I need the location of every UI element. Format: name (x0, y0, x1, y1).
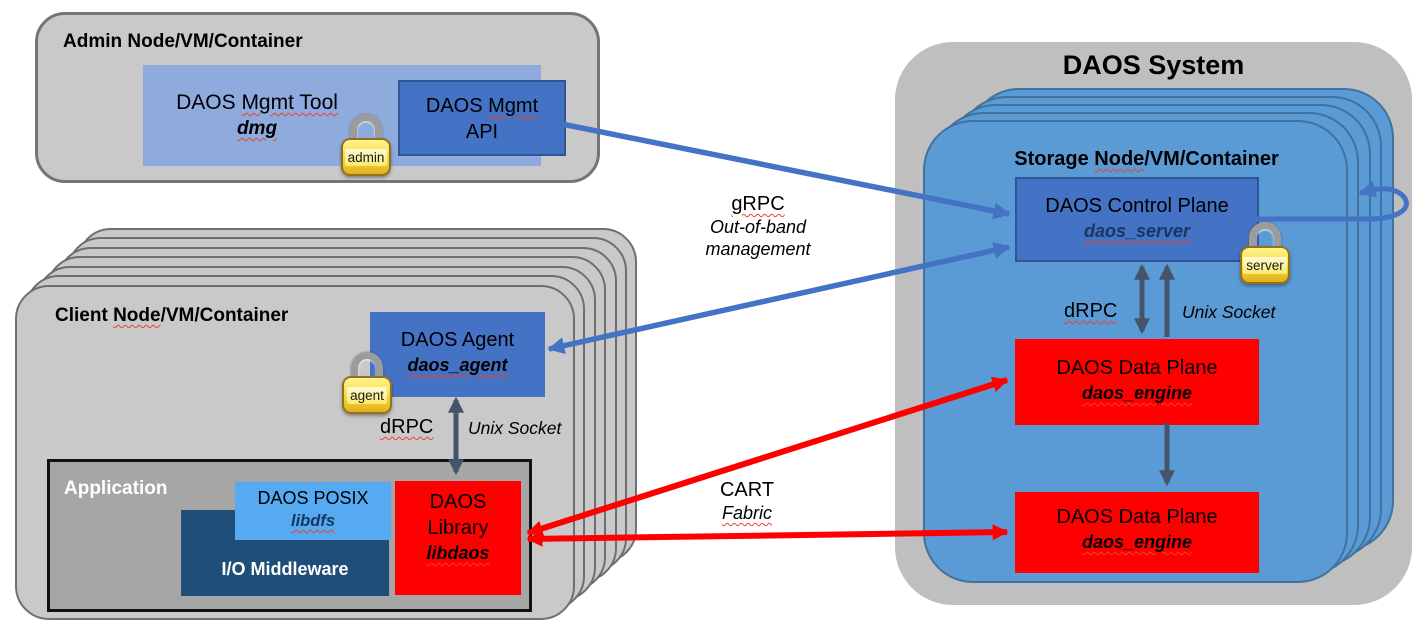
application-title: Application (64, 478, 168, 499)
admin-node-box: Admin Node/VM/Container DAOS Mgmt Tool d… (35, 12, 600, 183)
cart-sub-label: Fabric (721, 503, 772, 523)
mgmt-api-name: DAOS (425, 95, 489, 117)
data-plane-code: daos_engine (1081, 383, 1193, 403)
data-plane-name: DAOS Data Plane (1056, 506, 1218, 528)
grpc-sub-label: management (705, 239, 811, 259)
daos-agent-box: DAOS Agent daos_agent (370, 312, 545, 397)
mgmt-tool-name: DAOS (176, 91, 242, 114)
daos-library-box: DAOS Library libdaos (395, 481, 521, 595)
lock-body: admin (341, 138, 391, 176)
grpc-connection-label: gRPC Out-of-band management (688, 192, 828, 260)
daos-mgmt-tool-label: DAOS Mgmt Tool dmg (143, 89, 371, 141)
client-node-box: Client Node/VM/Container DAOS Agent daos… (15, 285, 575, 620)
lock-label: agent (347, 386, 387, 404)
client-node-title: Client Node/VM/Container (55, 305, 289, 326)
cart-connection-label: CART Fabric (692, 478, 802, 524)
data-plane-code: daos_engine (1081, 532, 1193, 552)
control-plane-name: DAOS Control Plane (1045, 195, 1229, 217)
storage-drpc-label: dRPC (1064, 300, 1118, 322)
daos-data-plane-1-box: DAOS Data Plane daos_engine (1015, 339, 1259, 425)
grpc-label: gRPC (731, 193, 785, 215)
data-plane-name: DAOS Data Plane (1056, 357, 1218, 379)
daos-library-name: DAOS Library (427, 491, 489, 539)
daos-agent-code: daos_agent (407, 355, 508, 375)
daos-mgmt-api-box: DAOS Mgmt API (398, 80, 566, 156)
lock-body: server (1240, 246, 1290, 284)
daos-library-code: libdaos (426, 543, 490, 563)
control-plane-code: daos_server (1083, 221, 1191, 241)
server-lock-icon: server (1240, 222, 1290, 286)
mgmt-tool-code: dmg (236, 118, 278, 139)
lock-label: admin (344, 148, 388, 166)
cart-label: CART (719, 479, 775, 501)
daos-control-plane-box: DAOS Control Plane daos_server (1015, 177, 1259, 262)
lock-label: server (1243, 256, 1287, 274)
application-box: Application I/O Middleware DAOS POSIX li… (47, 459, 532, 612)
storage-unix-socket-label: Unix Socket (1182, 302, 1276, 322)
daos-posix-box: DAOS POSIX libdfs (235, 482, 391, 540)
lock-shackle (350, 114, 382, 144)
grpc-sub-label: Out-of-band (709, 217, 807, 237)
daos-posix-code: libdfs (291, 512, 335, 530)
storage-node-title: Storage Node/VM/Container (1014, 148, 1279, 170)
admin-node-title: Admin Node/VM/Container (63, 31, 303, 52)
daos-posix-name: DAOS POSIX (257, 488, 369, 508)
client-drpc-label: dRPC (380, 416, 434, 438)
daos-system-title: DAOS System (1062, 50, 1245, 80)
storage-node-box: Storage Node/VM/Container DAOS Control P… (923, 120, 1348, 583)
daos-agent-name: DAOS Agent (400, 329, 515, 351)
lock-body: agent (342, 376, 392, 414)
io-middleware-label: I/O Middleware (221, 559, 349, 579)
admin-lock-icon: admin (341, 114, 391, 178)
daos-mgmt-tool-box: DAOS Mgmt Tool dmg DAOS Mgmt API (143, 65, 566, 166)
agent-lock-icon: agent (342, 352, 392, 416)
daos-data-plane-2-box: DAOS Data Plane daos_engine (1015, 492, 1259, 573)
lock-shackle (1249, 222, 1281, 252)
lock-shackle (351, 352, 383, 382)
client-unix-socket-label: Unix Socket (468, 418, 562, 438)
